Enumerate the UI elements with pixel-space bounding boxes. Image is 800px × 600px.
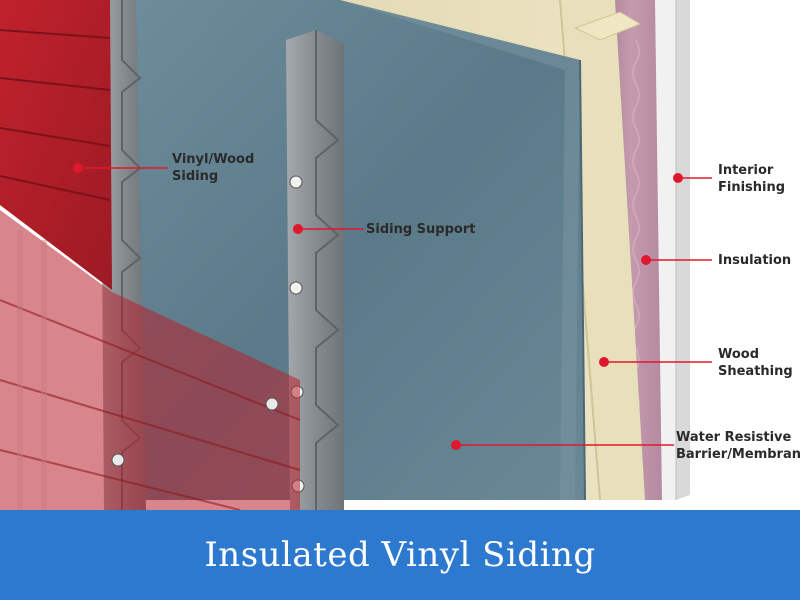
callout-sheathing-marker	[599, 357, 712, 367]
label-wood-sheathing: Wood Sheathing	[718, 346, 793, 380]
label-line: Wood	[718, 347, 760, 362]
label-line: Interior	[718, 163, 774, 178]
label-interior-finishing: Interior Finishing	[718, 162, 785, 196]
label-line: Vinyl/Wood	[172, 152, 255, 167]
label-vinyl-wood-siding: Vinyl/Wood Siding	[172, 151, 254, 185]
callout-membrane-marker	[451, 440, 674, 450]
label-line: Siding Support	[366, 222, 476, 237]
wall-cutaway-illustration	[0, 0, 712, 510]
callout-siding-marker	[73, 163, 168, 173]
label-line: Finishing	[718, 180, 786, 195]
label-line: Insulation	[718, 253, 792, 268]
label-line: Water Resistive	[676, 430, 792, 445]
callout-insulation-marker	[641, 255, 712, 265]
label-water-resistive-barrier: Water Resistive Barrier/Membrane	[676, 429, 800, 463]
banner-title: Insulated Vinyl Siding	[204, 535, 596, 575]
vinyl-siding-solid	[0, 0, 112, 290]
callout-support-marker	[293, 224, 364, 234]
callout-interior-marker	[673, 173, 712, 183]
label-line: Sheathing	[718, 364, 793, 379]
label-line: Siding	[172, 169, 219, 184]
label-insulation: Insulation	[718, 252, 791, 269]
title-banner: Insulated Vinyl Siding	[0, 510, 800, 600]
label-line: Barrier/Membrane	[676, 447, 800, 462]
vinyl-siding-translucent	[0, 210, 301, 510]
label-siding-support: Siding Support	[366, 221, 475, 238]
